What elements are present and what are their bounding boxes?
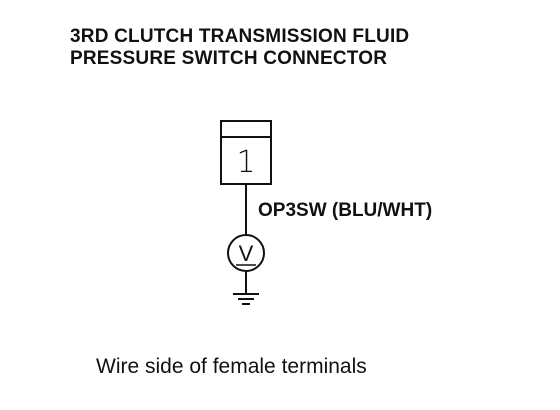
voltmeter-icon: V: [227, 234, 265, 272]
diagram-title: 3RD CLUTCH TRANSMISSION FLUID PRESSURE S…: [70, 26, 409, 70]
wire-label: OP3SW (BLU/WHT): [258, 200, 432, 221]
title-line-1: 3RD CLUTCH TRANSMISSION FLUID: [70, 26, 410, 47]
terminal-number: 1: [236, 145, 255, 180]
voltmeter-symbol: V: [239, 241, 254, 266]
connector-body: [220, 120, 272, 185]
connector-housing: 1: [220, 120, 272, 185]
ground-icon: [233, 293, 259, 305]
title-line-2: PRESSURE SWITCH CONNECTOR: [70, 48, 388, 69]
diagram-caption: Wire side of female terminals: [96, 355, 367, 378]
